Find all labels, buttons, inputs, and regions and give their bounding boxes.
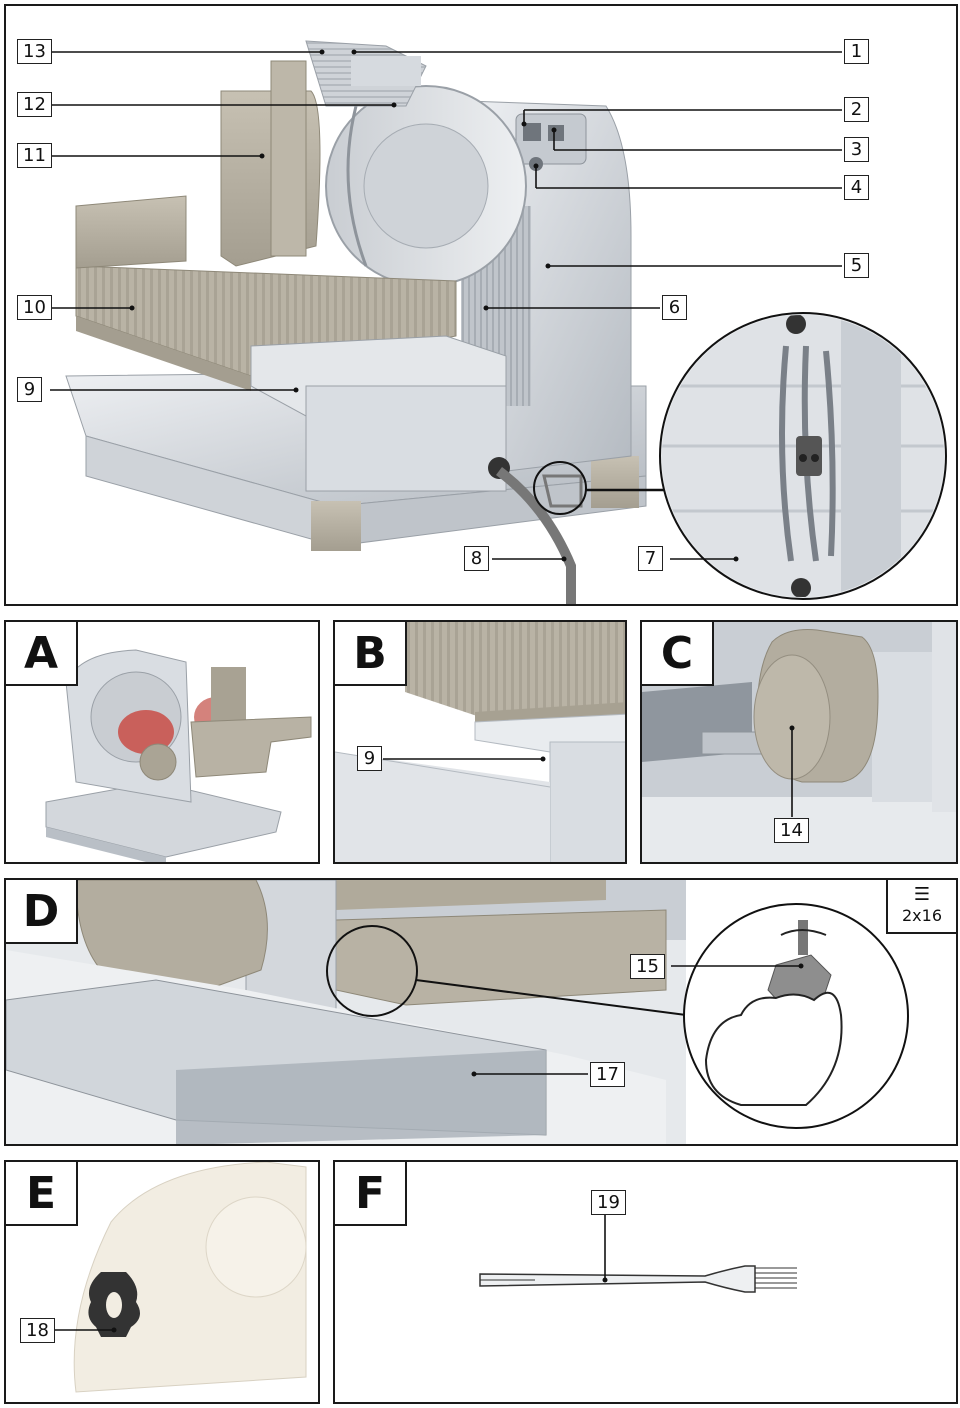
callout-11: 11	[17, 143, 52, 168]
brush-illustration	[479, 1214, 797, 1293]
panel-d-illustration	[6, 880, 909, 1144]
callout-18: 18	[20, 1318, 55, 1343]
panel-c-letter: C	[642, 622, 714, 686]
callout-17: 17	[590, 1062, 625, 1087]
panel-a: A	[4, 620, 320, 864]
panel-e-illustration	[50, 1162, 307, 1393]
callout-9: 9	[17, 377, 42, 402]
callout-5: 5	[844, 253, 869, 278]
panel-f-letter: F	[335, 1162, 407, 1226]
panel-a-letter: A	[6, 622, 78, 686]
callout-15: 15	[630, 954, 665, 979]
callout-10: 10	[17, 295, 52, 320]
callout-19: 19	[591, 1190, 626, 1215]
callout-12: 12	[17, 92, 52, 117]
panel-d: D 15 17 ☰ 2x16	[4, 878, 958, 1146]
callout-1: 1	[844, 39, 869, 64]
callout-7: 7	[638, 546, 663, 571]
panel-e-letter: E	[6, 1162, 78, 1226]
screw-label: 2x16	[901, 906, 942, 925]
panel-f: F 19	[333, 1160, 958, 1404]
panel-b-illustration	[335, 622, 625, 862]
panel-b-letter: B	[335, 622, 407, 686]
panel-a-illustration	[45, 649, 312, 862]
callout-6: 6	[662, 295, 687, 320]
slicer-illustration	[50, 40, 947, 604]
panel-e: E 18	[4, 1160, 320, 1404]
main-overview-panel: 13 12 11 10 9 1 2 3 4 5 6 7 8	[4, 4, 958, 606]
callout-9-detail: 9	[357, 746, 382, 771]
callout-4: 4	[844, 175, 869, 200]
callout-8: 8	[464, 546, 489, 571]
panel-c: C 14	[640, 620, 958, 864]
panel-b: B 9	[333, 620, 627, 864]
callout-13: 13	[17, 39, 52, 64]
panel-c-illustration	[642, 622, 956, 862]
callout-14: 14	[774, 818, 809, 843]
callout-2: 2	[844, 97, 869, 122]
panel-d-letter: D	[6, 880, 78, 944]
screw-icon: ☰	[913, 884, 931, 905]
screw-spec-box: ☰ 2x16	[886, 880, 956, 934]
callout-3: 3	[844, 137, 869, 162]
